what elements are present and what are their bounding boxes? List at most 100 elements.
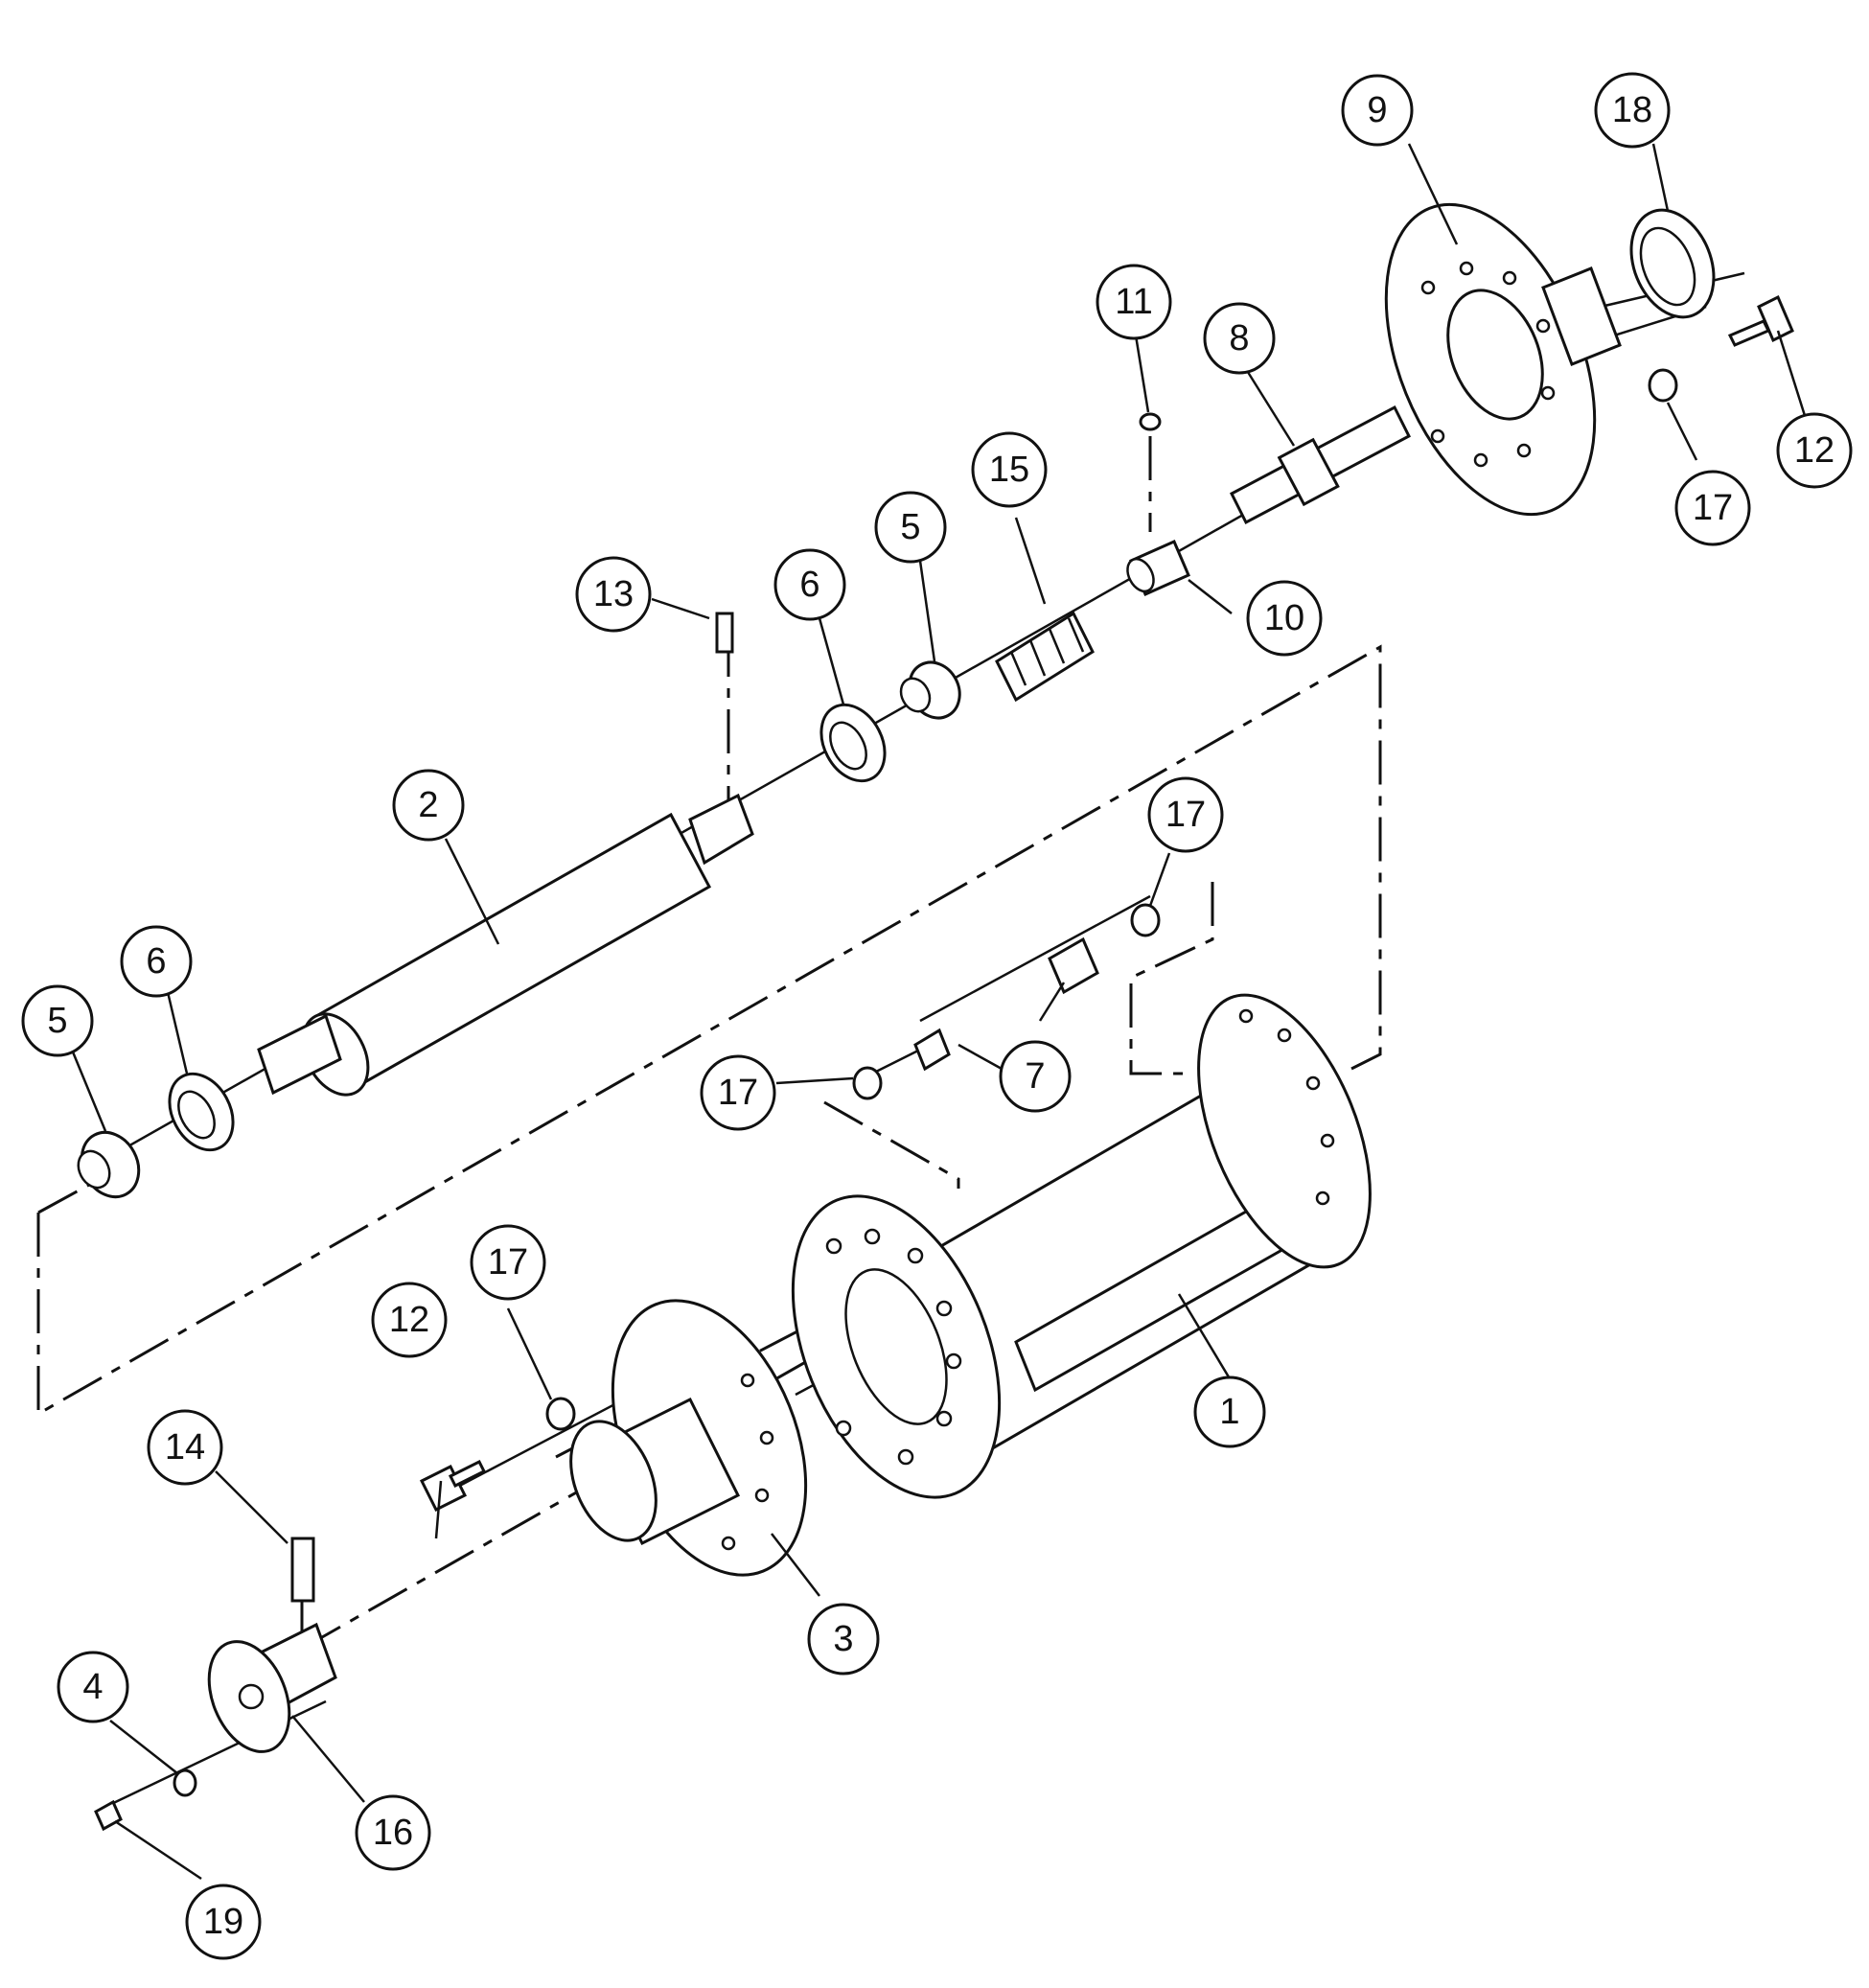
leader-lines	[70, 143, 1809, 1881]
callout-6-left: 6	[120, 925, 193, 998]
collar-10-bore	[1126, 557, 1155, 593]
flange-hole	[1277, 1028, 1292, 1043]
flange-hole	[897, 1448, 914, 1466]
leader-12-lower	[434, 1480, 443, 1539]
washer-17	[1648, 368, 1678, 403]
callout-5-right: 5	[874, 491, 947, 564]
leader-8	[1244, 368, 1296, 447]
svg-text:17: 17	[488, 1242, 528, 1283]
small-parts	[77, 294, 1794, 1832]
spring-coil	[1048, 628, 1066, 664]
drive-flange-hole	[1430, 428, 1445, 444]
leader-3	[771, 1533, 820, 1597]
frame-dash-line-left	[37, 1182, 92, 1214]
leader-6-right	[818, 617, 845, 705]
leader-17-right	[1666, 402, 1698, 461]
seal-ring-inner	[1639, 226, 1696, 307]
leader-6-left	[166, 991, 189, 1075]
svg-text:5: 5	[900, 507, 920, 547]
washer-17	[545, 1397, 576, 1431]
nut2-dash-line	[823, 1100, 960, 1189]
leader-13	[651, 597, 710, 620]
drive-flange-hub	[1541, 266, 1622, 366]
svg-text:2: 2	[418, 785, 438, 825]
shaft-stub-right	[688, 793, 754, 866]
callout-16: 16	[355, 1794, 431, 1871]
leader-18	[1651, 143, 1670, 212]
bolt-19-head	[94, 1799, 123, 1832]
leader-5-right	[918, 560, 936, 662]
flange-hole	[835, 1420, 852, 1437]
svg-text:16: 16	[373, 1813, 413, 1853]
nut2-axis-line	[871, 1048, 921, 1075]
leader-1	[1177, 1293, 1238, 1391]
nut-axis-line	[919, 894, 1151, 1023]
leader-7-lower	[958, 1043, 1003, 1071]
callout-18: 18	[1594, 72, 1671, 149]
seal-6-left-bore	[177, 1090, 216, 1140]
pin-11	[1139, 412, 1162, 431]
callout-17-upper: 17	[1147, 776, 1224, 853]
drive-flange-hole	[1459, 261, 1474, 276]
callout-13: 13	[575, 556, 652, 633]
drive-shaft-gear	[1277, 437, 1340, 507]
part-1-main-tube	[791, 993, 1372, 1499]
callout-15: 15	[971, 431, 1048, 508]
leader-5-left	[70, 1049, 107, 1132]
flange-hole	[935, 1410, 953, 1427]
part-16-small-flange	[207, 1622, 337, 1753]
nut-7-upper	[1048, 936, 1099, 995]
svg-text:3: 3	[833, 1619, 853, 1659]
callout-12-upper: 12	[1776, 412, 1853, 489]
callout-2: 2	[392, 769, 465, 842]
svg-text:15: 15	[989, 450, 1029, 490]
hub-hole	[759, 1430, 774, 1445]
drive-flange-bore	[1446, 289, 1544, 421]
flange-hole	[945, 1352, 962, 1370]
callout-9: 9	[1341, 74, 1414, 147]
svg-text:10: 10	[1264, 598, 1304, 638]
bolt-12-upper-shank	[1727, 319, 1771, 347]
flange-hole	[1305, 1075, 1321, 1091]
leader-17-hub	[506, 1307, 553, 1400]
hub-hole	[740, 1373, 755, 1388]
pin-14	[290, 1537, 315, 1603]
flange-hole	[825, 1237, 842, 1255]
svg-text:11: 11	[1115, 282, 1152, 322]
drive-flange-hole	[1535, 318, 1551, 334]
svg-text:14: 14	[165, 1427, 205, 1468]
callout-12-lower: 12	[371, 1282, 448, 1358]
pin-13	[715, 612, 734, 654]
svg-text:17: 17	[1693, 488, 1733, 528]
leader-17-upper	[1148, 852, 1171, 907]
callouts: 1 2 3 4 5 5 6 6 7 7 8 9 10 11 12 12 13 1…	[21, 72, 1853, 1960]
svg-text:1: 1	[1219, 1392, 1239, 1432]
callout-7-lower: 7	[999, 1040, 1072, 1113]
callout-14: 14	[147, 1409, 223, 1486]
spring-coil	[1067, 617, 1085, 653]
drive-flange-hole	[1420, 280, 1436, 295]
bolt-12-lower-shank	[448, 1459, 487, 1489]
svg-text:19: 19	[203, 1902, 243, 1942]
leader-16	[291, 1715, 365, 1803]
leader-9	[1407, 143, 1459, 245]
washer-4	[173, 1768, 197, 1797]
leader-15	[1014, 517, 1047, 605]
leader-10	[1188, 579, 1233, 614]
frame-dash-line	[36, 644, 1382, 1417]
svg-text:9: 9	[1367, 90, 1387, 130]
callout-19: 19	[185, 1884, 262, 1960]
svg-text:17: 17	[1165, 795, 1206, 835]
callout-17-left: 17	[700, 1054, 776, 1131]
shaft-body	[313, 812, 712, 1091]
flange-hole	[1320, 1133, 1335, 1148]
spring-coil	[1009, 651, 1027, 686]
callout-5-left: 5	[21, 984, 94, 1057]
part-2-shaft	[257, 793, 754, 1097]
flange-hole	[907, 1247, 924, 1264]
hub-hole	[721, 1536, 736, 1551]
leader-11	[1134, 335, 1150, 413]
washer-17	[1130, 903, 1161, 937]
svg-text:6: 6	[799, 565, 819, 605]
